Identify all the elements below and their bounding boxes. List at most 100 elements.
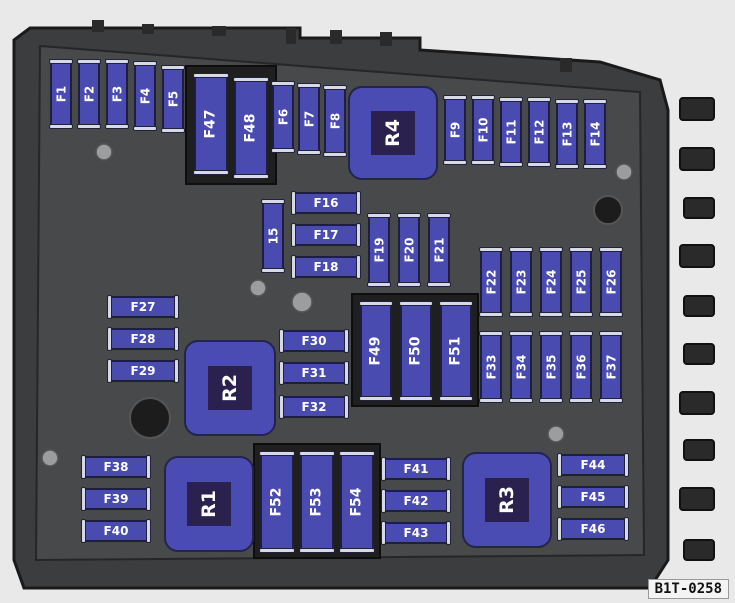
fuse-label: F13 — [560, 121, 574, 147]
fuse-terminal — [356, 223, 361, 247]
fuse-terminal — [367, 213, 391, 218]
fuse-f16: F16 — [291, 191, 361, 215]
mounting-holes — [129, 195, 623, 439]
fuse-terminal — [279, 395, 284, 419]
fuse-label: F41 — [403, 462, 429, 476]
fuse-f8: F8 — [323, 85, 347, 157]
fuse-terminal — [107, 295, 112, 319]
fuse-f32: F32 — [279, 395, 349, 419]
relay-core: R4 — [371, 111, 415, 155]
fuse-terminal — [49, 59, 73, 64]
fuse-terminal — [261, 268, 285, 273]
side-clips — [679, 97, 715, 561]
fuse-f23: F23 — [509, 247, 533, 317]
relay-label: R4 — [381, 119, 404, 147]
fuse-terminal — [599, 398, 623, 403]
fuse-terminal — [161, 128, 185, 133]
fuse-terminal — [427, 282, 451, 287]
fuse-terminal — [81, 519, 86, 543]
fuse-label: F37 — [604, 354, 618, 380]
fuse-f45: F45 — [557, 485, 629, 509]
relay-r1: R1 — [164, 456, 254, 552]
fuse-terminal — [259, 548, 295, 553]
fuse-terminal — [105, 124, 129, 129]
fuse-terminal — [569, 312, 593, 317]
fuse-f53: F53 — [299, 451, 335, 553]
fuse-terminal — [339, 548, 375, 553]
fuse-terminal — [356, 255, 361, 279]
fuse-f39: F39 — [81, 487, 151, 511]
fuse-f54: F54 — [339, 451, 375, 553]
fuse-f13: F13 — [555, 99, 579, 169]
fuse-terminal — [279, 329, 284, 353]
fuse-f24: F24 — [539, 247, 563, 317]
fuse-label: F3 — [109, 85, 124, 103]
fuse-terminal — [174, 359, 179, 383]
fuse-terminal — [397, 213, 421, 218]
fuse-terminal — [443, 160, 467, 165]
fuse-terminal — [569, 247, 593, 252]
fuse-terminal — [624, 453, 629, 477]
fuse-terminal — [291, 255, 296, 279]
fuse-terminal — [133, 61, 157, 66]
fuse-label: F14 — [588, 121, 602, 147]
fuse-terminal — [344, 361, 349, 385]
fuse-terminal — [359, 396, 393, 401]
fuse-f51: F51 — [439, 301, 473, 401]
fuse-label: F6 — [275, 108, 290, 126]
fuse-terminal — [599, 312, 623, 317]
relay-core: R2 — [208, 366, 252, 410]
fuse-f5: F5 — [161, 65, 185, 133]
relay-r3: R3 — [462, 452, 552, 548]
fuse-label: F54 — [348, 487, 365, 517]
fuse-f21: F21 — [427, 213, 451, 287]
fuse-terminal — [133, 126, 157, 131]
fuse-terminal — [527, 97, 551, 102]
fuse-label: F46 — [580, 522, 606, 536]
fuse-f29: F29 — [107, 359, 179, 383]
fuse-label: F34 — [514, 354, 528, 380]
fuse-terminal — [261, 199, 285, 204]
fuse-f30: F30 — [279, 329, 349, 353]
fuse-f2: F2 — [77, 59, 101, 129]
fuse-label: F8 — [327, 112, 342, 130]
fuse-terminal — [344, 395, 349, 419]
fuse-label: F49 — [368, 336, 385, 366]
fuse-terminal — [344, 329, 349, 353]
fuse-label: F29 — [130, 364, 156, 378]
fuse-label: F10 — [476, 117, 490, 143]
fuse-f11: F11 — [499, 97, 523, 167]
screws — [41, 143, 633, 467]
fuse-label: F22 — [484, 269, 498, 295]
fuse-terminal — [479, 331, 503, 336]
fuse-label: F17 — [313, 228, 339, 242]
fuse-terminal — [555, 164, 579, 169]
fuse-f47: F47 — [193, 73, 229, 175]
fuse-terminal — [509, 312, 533, 317]
fuse-label: F52 — [268, 487, 285, 517]
fuse-label: F28 — [130, 332, 156, 346]
fuse-f27: F27 — [107, 295, 179, 319]
fuse-label: F2 — [81, 85, 96, 103]
fuse-f14: F14 — [583, 99, 607, 169]
fuse-label: F1 — [53, 85, 68, 103]
fuse-terminal — [569, 331, 593, 336]
fuse-15: 15 — [261, 199, 285, 273]
fuse-label: F36 — [574, 354, 588, 380]
fuse-terminal — [499, 97, 523, 102]
fuse-f20: F20 — [397, 213, 421, 287]
fuse-label: F39 — [103, 492, 129, 506]
fuse-f9: F9 — [443, 95, 467, 165]
fuse-terminal — [81, 455, 86, 479]
fuse-f6: F6 — [271, 81, 295, 153]
fuse-terminal — [279, 361, 284, 385]
fuse-f35: F35 — [539, 331, 563, 403]
fuse-terminal — [471, 95, 495, 100]
fuse-terminal — [193, 73, 229, 78]
fuse-label: 15 — [265, 227, 280, 245]
fuse-terminal — [271, 148, 295, 153]
fuse-terminal — [77, 59, 101, 64]
fuse-label: F23 — [514, 269, 528, 295]
fuse-label: F26 — [604, 269, 618, 295]
fuse-terminal — [399, 301, 433, 306]
